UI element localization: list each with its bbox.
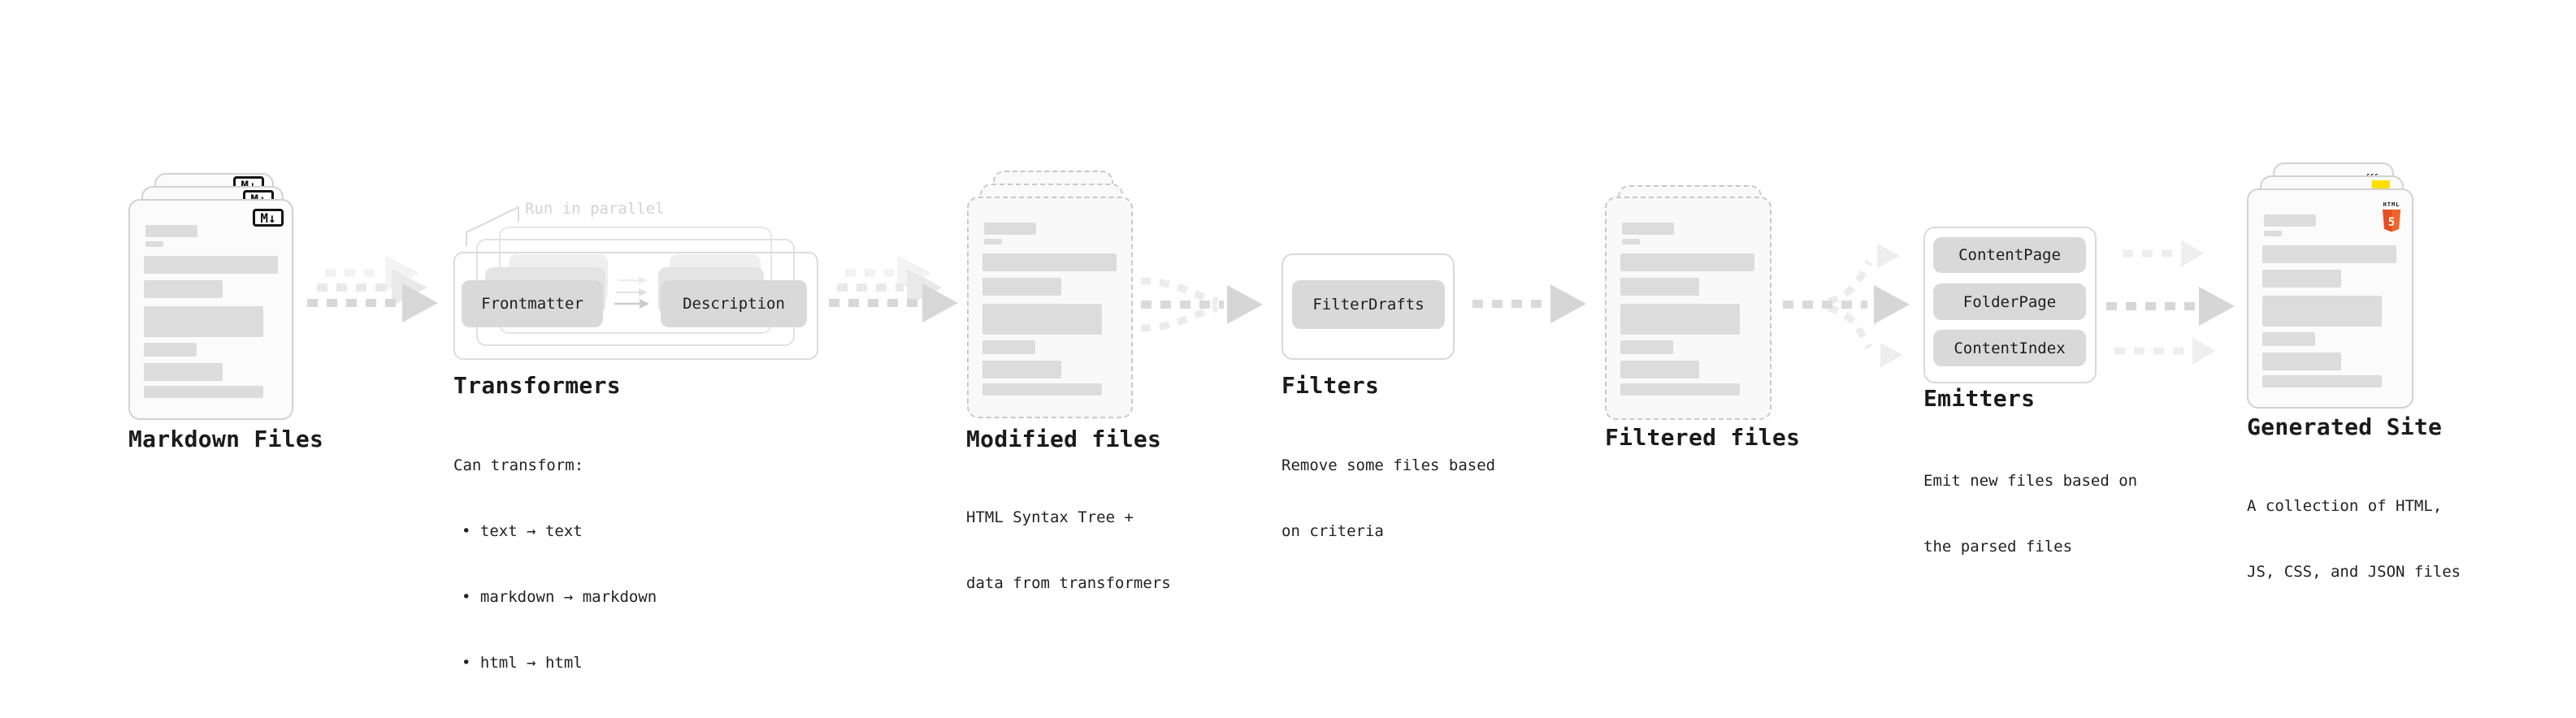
skeleton-bar xyxy=(144,280,223,298)
description-line: • text → text xyxy=(462,522,583,540)
skeleton-bar xyxy=(2262,353,2341,370)
description-line: • html → html xyxy=(462,654,583,672)
html5-icon: HTML 5 xyxy=(2381,194,2402,236)
folderpage-node: FolderPage xyxy=(1933,283,2086,320)
skeleton-bar xyxy=(2264,231,2282,236)
flow-arrows-layer xyxy=(307,205,2235,367)
description-line: the parsed files xyxy=(1923,538,2073,556)
description-line: Can transform: xyxy=(453,456,584,474)
skeleton-bar xyxy=(1620,304,1740,335)
arrow-filtered-to-emitters xyxy=(1783,244,1910,367)
html5-shield: 5 xyxy=(2383,210,2400,232)
skeleton-bar xyxy=(2262,332,2315,346)
skeleton-bar xyxy=(982,278,1061,296)
generated-site-description: A collection of HTML, JS, CSS, and JSON … xyxy=(2247,452,2461,627)
description-line: • markdown → markdown xyxy=(462,588,657,606)
generated-site-card: HTML 5 xyxy=(2247,188,2413,409)
stage-title-generated-site: Generated Site xyxy=(2247,413,2443,440)
description-line: HTML Syntax Tree + xyxy=(966,508,1134,526)
transformers-description: Can transform: • text → text • markdown … xyxy=(453,411,657,718)
skeleton-bar xyxy=(982,383,1102,396)
run-in-parallel-annotation: Run in parallel xyxy=(525,200,665,218)
transformer-pill-arrows xyxy=(614,276,649,309)
html5-label: HTML xyxy=(2383,201,2400,208)
markdown-icon: M↓ xyxy=(253,209,284,227)
stage-title-filtered-files: Filtered files xyxy=(1605,424,1801,451)
skeleton-bar xyxy=(2262,375,2382,387)
skeleton-bar xyxy=(145,241,163,247)
arrow-markdown-to-transformers xyxy=(307,255,438,322)
skeleton-bar xyxy=(144,306,263,337)
skeleton-bar xyxy=(1620,383,1740,396)
description-line: A collection of HTML, xyxy=(2247,497,2443,515)
skeleton-bar xyxy=(144,386,263,398)
description-line: Remove some files based xyxy=(1281,456,1496,474)
skeleton-bar xyxy=(144,256,278,274)
stage-title-modified-files: Modified files xyxy=(966,426,1162,452)
stage-title-filters: Filters xyxy=(1281,372,1380,399)
arrow-transformers-to-modified xyxy=(829,255,958,322)
frontmatter-node: Frontmatter xyxy=(462,280,603,327)
modified-file-card xyxy=(967,197,1133,418)
static-site-pipeline-diagram: M↓ M↓ M↓ Markdown Files Frontmatter Desc… xyxy=(128,162,2461,672)
filtered-file-card xyxy=(1605,197,1772,420)
skeleton-bar xyxy=(2264,214,2316,227)
annotation-leader-line xyxy=(466,205,519,246)
skeleton-bar xyxy=(2262,296,2382,327)
skeleton-bar xyxy=(982,304,1102,335)
filterdrafts-node: FilterDrafts xyxy=(1292,280,1445,329)
skeleton-bar xyxy=(1620,361,1699,378)
markdown-file-card: M↓ xyxy=(128,199,293,420)
emitters-description: Emit new files based on the parsed files xyxy=(1923,426,2137,602)
skeleton-bar xyxy=(982,361,1061,378)
description-line: Emit new files based on xyxy=(1923,472,2138,490)
contentindex-node: ContentIndex xyxy=(1933,330,2086,366)
skeleton-bar xyxy=(1622,239,1640,244)
arrow-emitters-to-generated xyxy=(2106,240,2235,365)
description-node: Description xyxy=(661,280,807,327)
skeleton-bar xyxy=(982,253,1117,271)
stage-title-emitters: Emitters xyxy=(1923,385,2036,412)
stage-title-markdown-files: Markdown Files xyxy=(128,426,324,452)
skeleton-bar xyxy=(1620,340,1673,354)
skeleton-bar xyxy=(1620,278,1699,296)
skeleton-bar xyxy=(982,340,1035,354)
html5-number: 5 xyxy=(2388,216,2395,229)
stage-title-transformers: Transformers xyxy=(453,372,621,399)
skeleton-bar xyxy=(2262,245,2396,263)
skeleton-bar xyxy=(984,223,1036,235)
transformer-layer-front xyxy=(453,252,818,360)
skeleton-bar xyxy=(1622,223,1674,235)
skeleton-bar xyxy=(145,225,197,237)
skeleton-bar xyxy=(984,239,1002,244)
description-line: JS, CSS, and JSON files xyxy=(2247,563,2461,581)
arrow-filters-to-filtered xyxy=(1472,284,1586,323)
skeleton-bar xyxy=(144,363,223,381)
arrow-modified-to-filters xyxy=(1140,277,1263,332)
skeleton-bar xyxy=(144,343,197,357)
skeleton-bar xyxy=(1620,253,1754,271)
modified-files-description: HTML Syntax Tree + data from transformer… xyxy=(966,463,1171,638)
description-line: on criteria xyxy=(1281,522,1384,540)
description-line: data from transformers xyxy=(966,574,1171,592)
filters-description: Remove some files based on criteria xyxy=(1281,411,1495,586)
skeleton-bar xyxy=(2262,270,2341,288)
contentpage-node: ContentPage xyxy=(1933,237,2086,273)
